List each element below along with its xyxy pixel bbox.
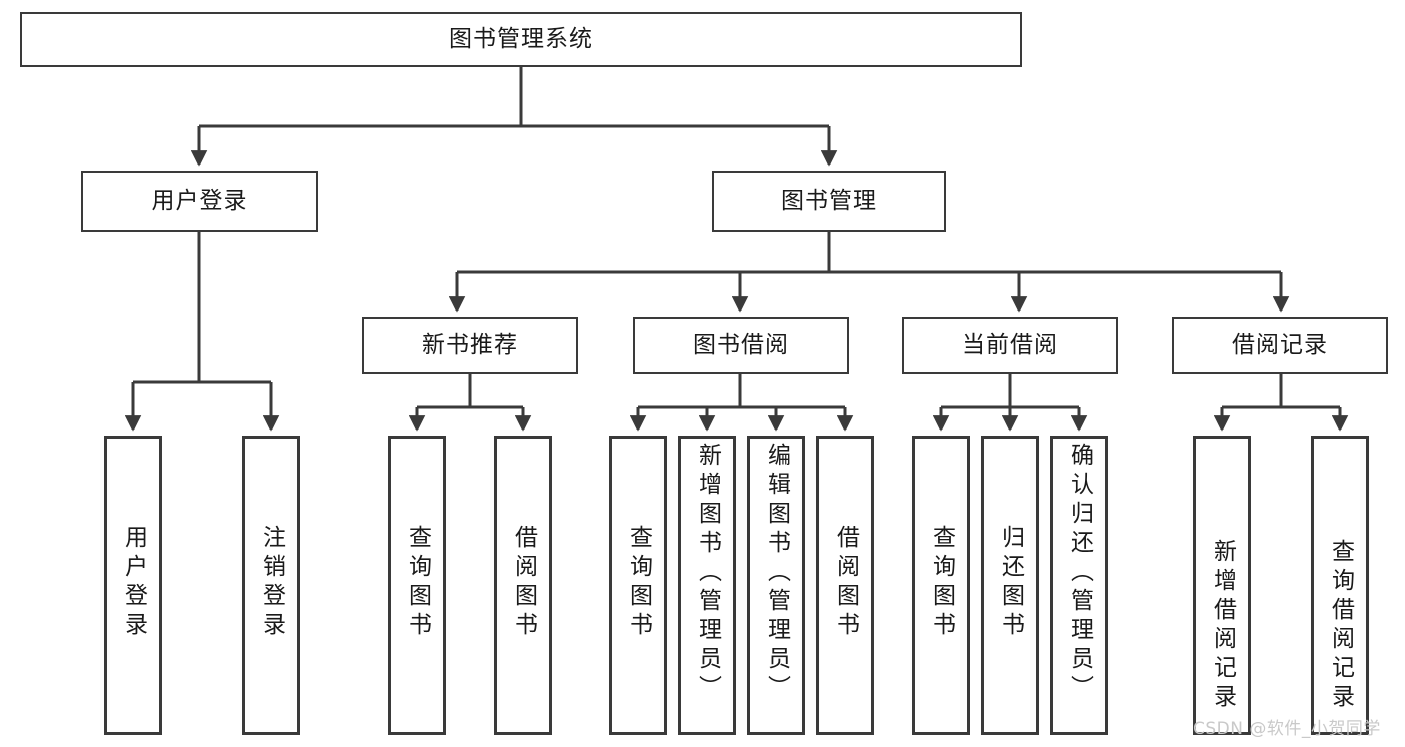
- leaf-add-record[interactable]: 新增借阅记录: [1193, 436, 1251, 735]
- leaf-query-book-2-label: 查询图书: [625, 525, 652, 641]
- leaf-confirm-return[interactable]: 确认归还（管理员）: [1050, 436, 1108, 735]
- leaf-edit-book[interactable]: 编辑图书（管理员）: [747, 436, 805, 735]
- node-user-login-label: 用户登录: [151, 188, 248, 215]
- node-current-borrow-label: 当前借阅: [962, 332, 1058, 359]
- leaf-query-book-2[interactable]: 查询图书: [609, 436, 667, 735]
- leaf-borrow-book-2[interactable]: 借阅图书: [816, 436, 874, 735]
- node-new-book-recommend-label: 新书推荐: [422, 332, 518, 359]
- node-root[interactable]: 图书管理系统: [20, 12, 1022, 67]
- leaf-query-book-1-label: 查询图书: [404, 525, 431, 641]
- leaf-query-record-label: 查询借阅记录: [1327, 539, 1354, 713]
- node-current-borrow[interactable]: 当前借阅: [902, 317, 1118, 374]
- leaf-return-book-label: 归还图书: [997, 525, 1024, 641]
- node-user-login[interactable]: 用户登录: [81, 171, 318, 232]
- leaf-return-book[interactable]: 归还图书: [981, 436, 1039, 735]
- node-new-book-recommend[interactable]: 新书推荐: [362, 317, 578, 374]
- node-book-borrow[interactable]: 图书借阅: [633, 317, 849, 374]
- leaf-query-book-3[interactable]: 查询图书: [912, 436, 970, 735]
- leaf-add-book[interactable]: 新增图书（管理员）: [678, 436, 736, 735]
- leaf-confirm-return-label: 确认归还（管理员）: [1066, 443, 1093, 704]
- node-book-management[interactable]: 图书管理: [712, 171, 946, 232]
- leaf-logout-label: 注销登录: [258, 525, 285, 641]
- leaf-borrow-book-1-label: 借阅图书: [510, 525, 537, 641]
- leaf-borrow-book-2-label: 借阅图书: [832, 525, 859, 641]
- leaf-query-book-1[interactable]: 查询图书: [388, 436, 446, 735]
- leaf-user-login-label: 用户登录: [120, 525, 147, 641]
- node-borrow-record-label: 借阅记录: [1232, 332, 1328, 359]
- leaf-borrow-book-1[interactable]: 借阅图书: [494, 436, 552, 735]
- node-book-management-label: 图书管理: [781, 188, 877, 215]
- node-book-borrow-label: 图书借阅: [693, 332, 789, 359]
- leaf-logout[interactable]: 注销登录: [242, 436, 300, 735]
- leaf-add-record-label: 新增借阅记录: [1209, 539, 1236, 713]
- node-borrow-record[interactable]: 借阅记录: [1172, 317, 1388, 374]
- leaf-query-book-3-label: 查询图书: [928, 525, 955, 641]
- node-root-label: 图书管理系统: [449, 26, 593, 53]
- leaf-user-login[interactable]: 用户登录: [104, 436, 162, 735]
- watermark: CSDN @软件_小贺同学: [1193, 719, 1381, 739]
- leaf-query-record[interactable]: 查询借阅记录: [1311, 436, 1369, 735]
- leaf-add-book-label: 新增图书（管理员）: [694, 443, 721, 704]
- leaf-edit-book-label: 编辑图书（管理员）: [763, 443, 790, 704]
